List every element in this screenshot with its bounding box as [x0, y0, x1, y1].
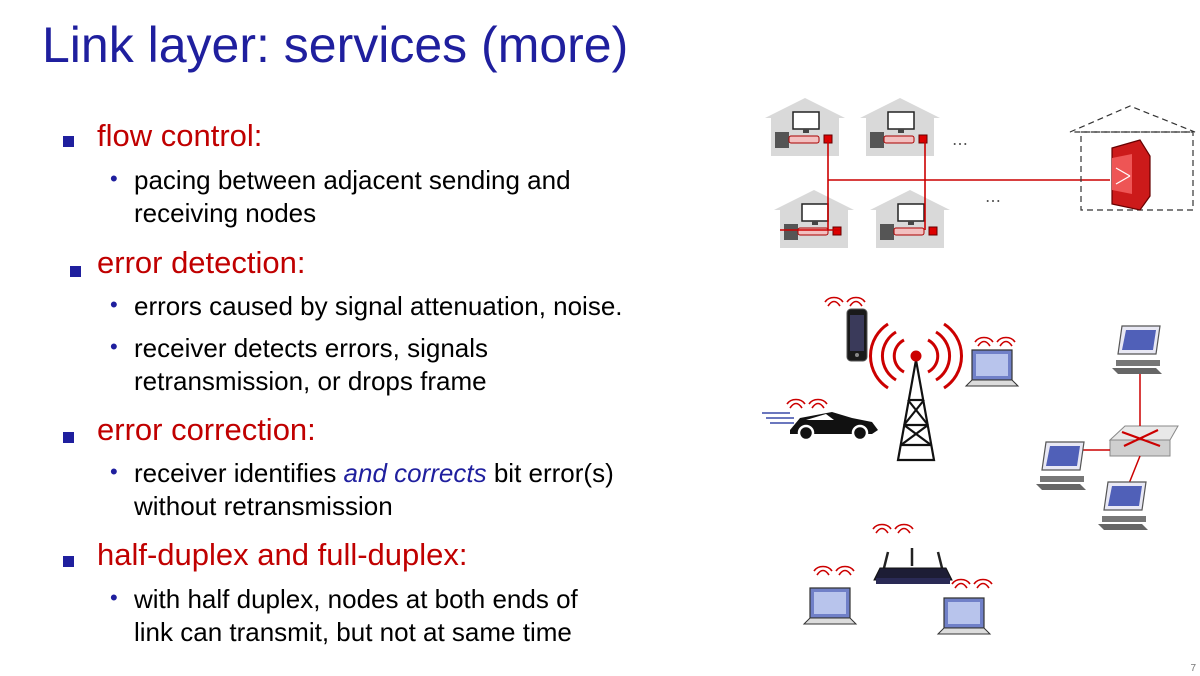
desktop-icon	[1111, 325, 1163, 375]
text-line: pacing between adjacent sending and	[134, 165, 571, 195]
heading-duplex: half-duplex and full-duplex:	[97, 537, 468, 572]
text-line: without retransmission	[134, 491, 393, 521]
waves-icon	[813, 565, 855, 576]
dot-bullet-icon: •	[110, 166, 118, 191]
emphasis-text: and corrects	[343, 458, 487, 488]
square-bullet-icon	[63, 556, 74, 567]
ellipsis-label: …	[952, 130, 968, 149]
house-icon	[764, 97, 846, 157]
waves-icon	[872, 523, 914, 534]
text-line: receiving nodes	[134, 198, 317, 228]
text-line: with half duplex, nodes at both ends of	[134, 584, 578, 614]
duplex-text: with half duplex, nodes at both ends of …	[134, 583, 578, 649]
laptop-icon	[803, 587, 857, 625]
dot-bullet-icon: •	[110, 459, 118, 484]
text-post: bit error(s)	[486, 458, 614, 488]
desktop-icon	[1035, 441, 1087, 491]
dot-bullet-icon: •	[110, 292, 118, 317]
car-icon	[762, 412, 878, 442]
heading-error-detection: error detection:	[97, 245, 306, 280]
radio-waves-icon	[869, 322, 963, 390]
cell-tower-icon	[896, 359, 936, 462]
text-line: receiver identifies and corrects bit err…	[134, 457, 614, 490]
flow-control-text: pacing between adjacent sending and rece…	[134, 164, 571, 230]
laptop-icon	[965, 349, 1019, 387]
slide-title: Link layer: services (more)	[42, 17, 629, 73]
waves-icon	[824, 296, 866, 307]
heading-error-correction: error correction:	[97, 412, 316, 447]
text-pre: receiver identifies	[134, 458, 344, 488]
text-line: receiver detects errors, signals	[134, 333, 489, 363]
phone-icon	[846, 308, 868, 362]
waves-icon	[786, 398, 828, 409]
square-bullet-icon	[63, 432, 74, 443]
headend-house-icon	[1069, 105, 1196, 211]
error-correction-text: receiver identifies and corrects bit err…	[134, 457, 614, 523]
waves-icon	[951, 578, 993, 589]
dot-bullet-icon: •	[110, 585, 118, 610]
text-line: link can transmit, but not at same time	[134, 617, 572, 647]
wifi-router-icon	[873, 548, 953, 584]
switch-icon	[1108, 425, 1179, 457]
house-icon	[859, 97, 941, 157]
square-bullet-icon	[63, 136, 74, 147]
text-line: retransmission, or drops frame	[134, 366, 487, 396]
dot-bullet-icon: •	[110, 334, 118, 359]
house-icon	[869, 189, 951, 249]
desktop-icon	[1097, 481, 1149, 531]
page-number: 7	[1190, 663, 1196, 674]
heading-flow-control: flow control:	[97, 118, 263, 153]
ellipsis-label: …	[985, 187, 1001, 206]
laptop-icon	[937, 597, 991, 635]
waves-icon	[974, 336, 1016, 347]
square-bullet-icon	[70, 266, 81, 277]
error-detection-item-1: errors caused by signal attenuation, noi…	[134, 291, 623, 321]
house-icon	[773, 189, 855, 249]
error-detection-item-2: receiver detects errors, signals retrans…	[134, 332, 488, 398]
router-icon	[1111, 139, 1151, 211]
cable-line	[780, 140, 1110, 231]
